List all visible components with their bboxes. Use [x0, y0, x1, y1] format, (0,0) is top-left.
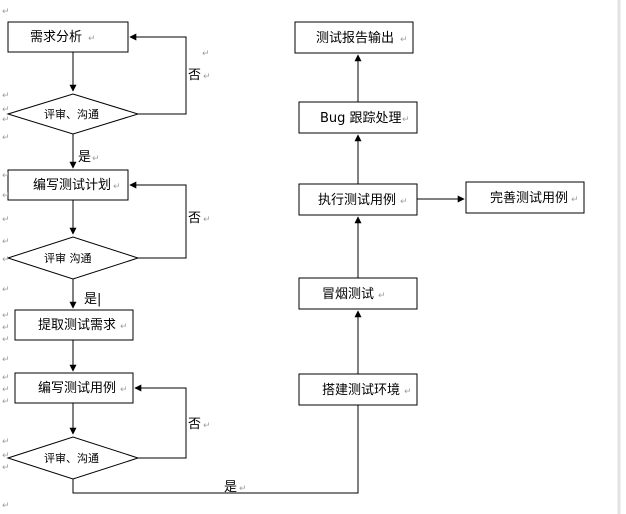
- paragraph-mark: ↵: [113, 182, 121, 192]
- review-decision-1-label: 评审、沟通: [44, 107, 99, 121]
- setup-test-env-label: 搭建测试环境: [322, 382, 400, 398]
- paragraph-mark: ↵: [400, 197, 408, 207]
- requirements-analysis-box: [7, 21, 129, 53]
- no-label-2: 否: [188, 211, 201, 226]
- smoke-test-label: 冒烟测试: [322, 287, 374, 302]
- loop-back-review2: [129, 181, 187, 259]
- paragraph-mark: ↵: [402, 115, 410, 125]
- paragraph-mark: ↵: [571, 195, 579, 205]
- paragraph-mark: ↵: [120, 322, 128, 332]
- paragraph-mark: ↵: [2, 215, 10, 225]
- paragraph-mark: ↵: [202, 49, 210, 59]
- paragraph-mark: ↵: [2, 463, 10, 473]
- paragraph-mark: ↵: [2, 355, 10, 365]
- paragraph-mark: ↵: [2, 335, 10, 345]
- paragraph-mark: ↵: [2, 115, 10, 125]
- no-label-1: 否: [188, 68, 201, 83]
- extract-test-requirements-box: [14, 309, 134, 341]
- requirements-analysis-label: 需求分析: [30, 30, 82, 45]
- paragraph-mark: ↵: [120, 385, 128, 395]
- no-label-3: 否: [188, 417, 201, 432]
- paragraph-mark: ↵: [2, 397, 10, 407]
- write-test-cases-label: 编写测试用例: [38, 381, 116, 396]
- paragraph-mark: ↵: [2, 323, 10, 333]
- improve-test-cases-box: [465, 181, 585, 214]
- paragraph-mark: ↵: [2, 501, 10, 511]
- test-report-output-box: [294, 21, 414, 54]
- paragraph-mark: ↵: [2, 311, 10, 321]
- paragraph-mark: ↵: [2, 437, 10, 447]
- yes-label-1: 是: [78, 150, 91, 165]
- loop-back-review3: [134, 384, 187, 459]
- paragraph-mark: ↵: [2, 7, 10, 17]
- paragraph-mark: ↵: [88, 34, 96, 44]
- paragraph-mark: ↵: [2, 237, 10, 247]
- paragraph-mark: ↵: [2, 451, 10, 461]
- paragraph-mark: ↵: [2, 105, 10, 115]
- setup-test-env-box: [298, 373, 418, 406]
- paragraph-mark: ↵: [2, 133, 10, 143]
- write-test-plan-box: [7, 169, 129, 201]
- bug-tracking-box: [298, 101, 418, 134]
- paragraph-mark: ↵: [2, 385, 10, 395]
- paragraph-mark: ↵: [404, 387, 412, 397]
- test-report-output-label: 测试报告输出: [316, 30, 394, 46]
- bug-tracking-label: Bug 跟踪处理: [320, 111, 402, 126]
- yes-label-2: 是|: [84, 292, 101, 307]
- yes-label-3: 是: [224, 480, 237, 495]
- smoke-test-box: [298, 277, 418, 310]
- paragraph-mark: ↵: [378, 291, 386, 301]
- paragraph-mark: ↵: [92, 154, 100, 164]
- loop-back-review1: [129, 33, 187, 115]
- paragraph-mark: ↵: [203, 215, 211, 225]
- review-decision-2-label: 评审 沟通: [44, 251, 92, 265]
- paragraph-mark: ↵: [2, 373, 10, 383]
- paragraph-mark: ↵: [400, 35, 408, 45]
- paragraph-mark: ↵: [2, 91, 10, 101]
- improve-test-cases-label: 完善测试用例: [490, 190, 568, 206]
- write-test-cases-box: [14, 372, 134, 404]
- extract-test-requirements-label: 提取测试需求: [38, 317, 116, 333]
- paragraph-mark: ↵: [203, 421, 211, 431]
- review-decision-3-label: 评审、沟通: [44, 451, 99, 465]
- arrow-review3-to-env: [72, 377, 362, 494]
- paragraph-mark: ↵: [2, 171, 10, 181]
- paragraph-mark: ↵: [2, 285, 10, 295]
- paragraph-mark: ↵: [203, 72, 211, 82]
- execute-test-cases-label: 执行测试用例: [318, 193, 396, 208]
- paragraph-mark: ↵: [2, 255, 10, 265]
- paragraph-mark: ↵: [2, 191, 10, 201]
- paragraph-mark: ↵: [239, 484, 247, 494]
- write-test-plan-label: 编写测试计划: [33, 178, 111, 193]
